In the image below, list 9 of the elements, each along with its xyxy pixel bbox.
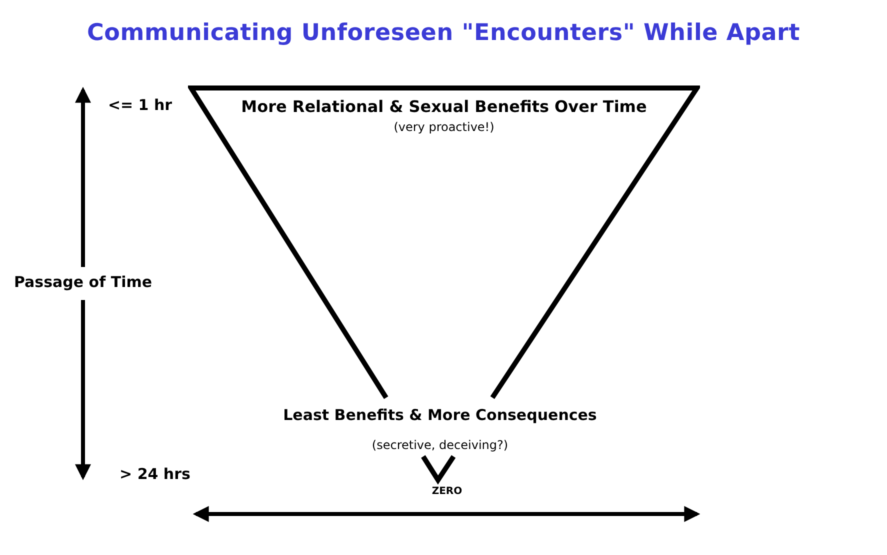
bottom-heading: Least Benefits & More Consequences <box>282 406 598 424</box>
subheading: (very proactive!) <box>392 120 496 134</box>
heading: More Relational & Sexual Benefits Over Time <box>240 97 648 116</box>
time-label: > 24 hrs <box>118 465 192 483</box>
bottom-subheading: (secretive, deceiving?) <box>370 438 510 452</box>
axis-label: Passage of Time <box>12 273 154 291</box>
apex-label: ZERO <box>430 486 464 497</box>
title: Communicating Unforeseen "Encounters" While Apart <box>86 20 801 46</box>
time-label: <= 1 hr <box>106 96 174 114</box>
